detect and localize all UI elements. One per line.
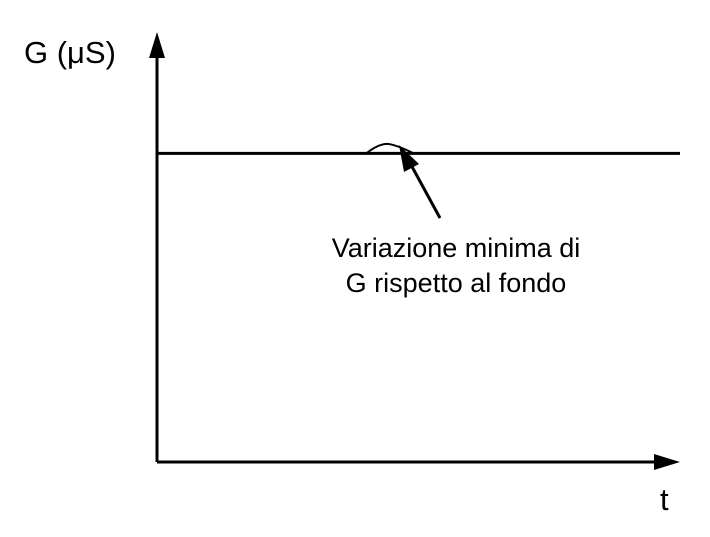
y-axis-arrow-icon xyxy=(149,32,165,58)
bump-mark xyxy=(365,142,415,155)
x-axis-arrow-icon xyxy=(654,454,680,470)
x-axis-label: t xyxy=(660,482,669,517)
y-axis-label: G (μS) xyxy=(24,35,116,70)
annotation-line-1: Variazione minima di xyxy=(332,233,581,263)
annotation-line-2: G rispetto al fondo xyxy=(346,268,567,298)
annotation-arrow-icon xyxy=(399,145,419,172)
